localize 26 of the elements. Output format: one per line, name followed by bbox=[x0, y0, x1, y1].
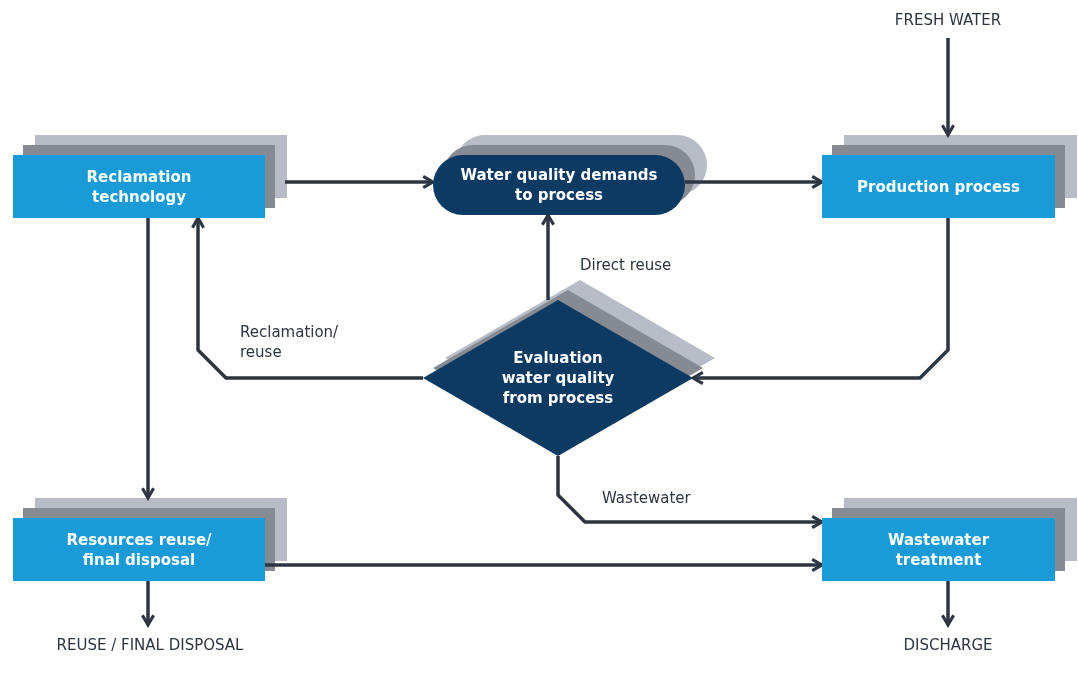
decision-diamond bbox=[423, 300, 693, 456]
flow-label: DISCHARGE bbox=[903, 635, 993, 655]
flow-label: FRESH WATER bbox=[894, 10, 1002, 30]
process-box bbox=[13, 155, 265, 218]
arrow bbox=[140, 581, 156, 627]
node-label: Water quality demands to process bbox=[459, 165, 659, 205]
arrow bbox=[140, 218, 156, 500]
process-box bbox=[822, 155, 1055, 218]
arrow bbox=[556, 456, 824, 530]
terminal-pill bbox=[433, 155, 685, 215]
flow-label: REUSE / FINAL DISPOSAL bbox=[56, 635, 244, 655]
arrow bbox=[190, 216, 423, 380]
arrow bbox=[685, 174, 824, 190]
process-box bbox=[822, 518, 1055, 581]
arrow bbox=[940, 581, 956, 627]
node-label: Resources reuse/ final disposal bbox=[65, 529, 213, 570]
node-label: Wastewater treatment bbox=[886, 529, 991, 570]
node-label: Reclamation technology bbox=[85, 166, 193, 207]
arrow bbox=[691, 218, 950, 386]
node-label: Production process bbox=[857, 176, 1020, 197]
process-box bbox=[13, 518, 265, 581]
arrow bbox=[265, 557, 824, 573]
arrow bbox=[940, 38, 956, 137]
node-label: Evaluation water quality from process bbox=[500, 348, 616, 408]
arrow bbox=[285, 174, 435, 190]
arrow bbox=[540, 213, 556, 300]
